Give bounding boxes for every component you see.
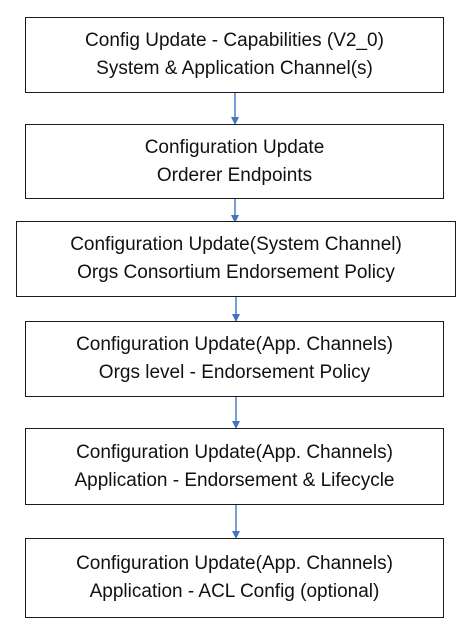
step-subtitle: Orgs level - Endorsement Policy <box>98 362 371 383</box>
step-subtitle: Application - ACL Config (optional) <box>89 581 380 602</box>
step-title: Configuration Update(App. Channels) <box>76 553 393 574</box>
step-title: Configuration Update <box>144 136 325 158</box>
step-title: Configuration Update(System Channel) <box>70 234 402 255</box>
step-box-acl-config: Configuration Update(App. Channels) Appl… <box>25 538 444 618</box>
step-subtitle: System & Application Channel(s) <box>96 58 373 79</box>
step-box-capabilities: Config Update - Capabilities (V2_0) Syst… <box>25 17 444 93</box>
step-box-orgs-endorsement: Configuration Update(App. Channels) Orgs… <box>25 321 444 397</box>
step-box-system-channel: Configuration Update(System Channel) Org… <box>16 221 456 297</box>
step-subtitle: Orderer Endpoints <box>156 164 313 186</box>
step-title: Configuration Update(App. Channels) <box>76 441 393 463</box>
step-subtitle: Application - Endorsement & Lifecycle <box>74 469 395 491</box>
step-title: Configuration Update(App. Channels) <box>76 334 393 355</box>
step-subtitle: Orgs Consortium Endorsement Policy <box>77 262 395 283</box>
step-box-orderer-endpoints: Configuration Update Orderer Endpoints <box>25 124 444 199</box>
step-title: Config Update - Capabilities (V2_0) <box>85 30 384 51</box>
step-box-application-endorsement: Configuration Update(App. Channels) Appl… <box>25 428 444 505</box>
